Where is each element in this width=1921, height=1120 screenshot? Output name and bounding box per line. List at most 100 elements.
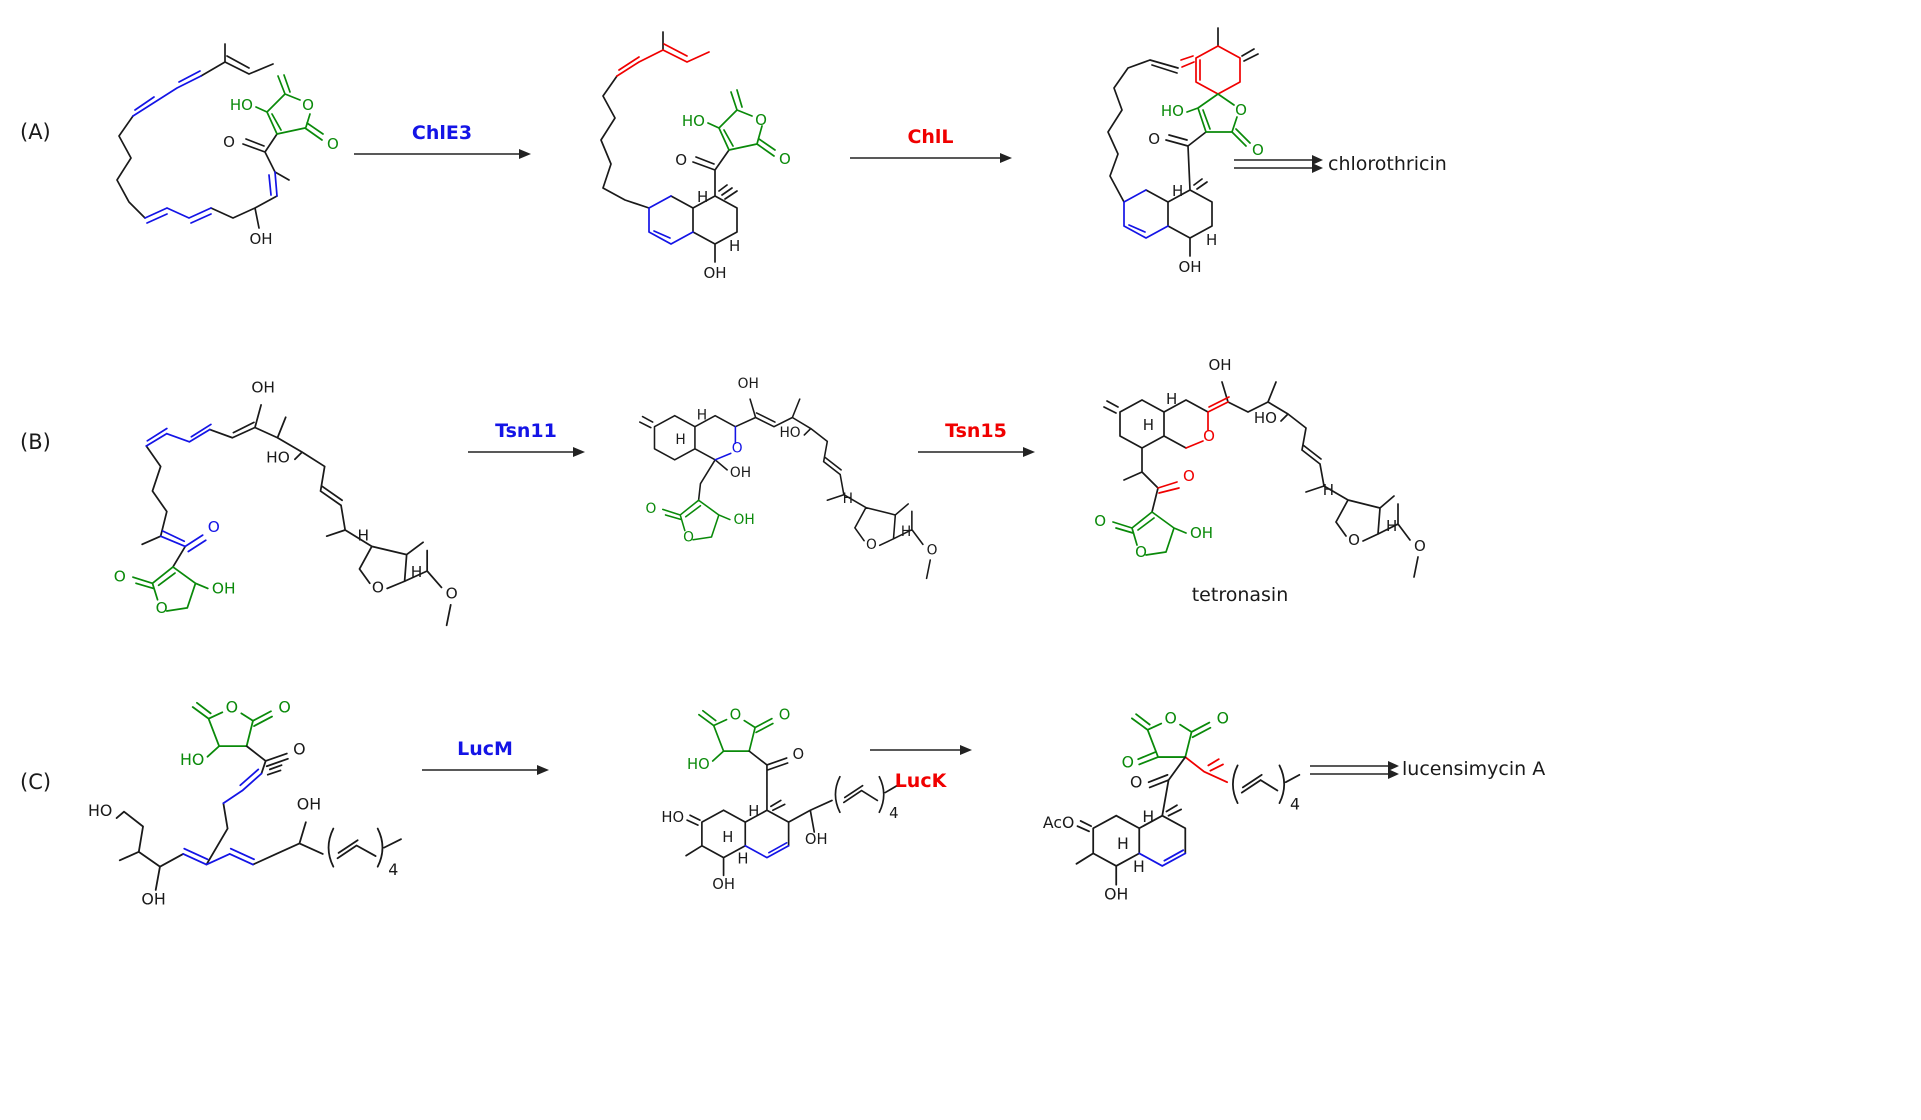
enzyme-label: Tsn11	[495, 420, 557, 442]
arrow-icon	[468, 447, 585, 457]
atom-label: H	[1143, 416, 1154, 434]
atom-label: OH	[251, 379, 275, 397]
atom-label: H	[1117, 834, 1129, 853]
atom-label: O	[156, 599, 168, 617]
atom-label: H	[1386, 517, 1397, 535]
reaction-step-c1: LucM	[420, 738, 550, 782]
atom-label: HO	[779, 425, 800, 441]
atom-label: OH	[1178, 258, 1201, 276]
atom-label: O	[114, 567, 126, 585]
atom-label: O	[293, 740, 305, 759]
atom-label: O	[1217, 709, 1229, 728]
atom-label: O	[223, 133, 235, 151]
atom-label: OH	[249, 230, 272, 248]
enzyme-label: Tsn15	[945, 420, 1007, 442]
enzyme-label: ChlL	[907, 126, 954, 148]
row-label-b: (B)	[20, 430, 51, 454]
product-name-tetronasin: tetronasin	[1191, 584, 1289, 606]
atom-label: O	[1148, 130, 1160, 148]
atom-label: HO	[180, 750, 204, 769]
product-name-lucensimycin: lucensimycin A	[1402, 758, 1546, 780]
atom-label: O	[927, 542, 938, 558]
atom-label: OH	[212, 580, 236, 598]
atom-label: O	[732, 440, 743, 456]
atom-label: H	[901, 524, 911, 540]
atom-label: O	[1235, 101, 1247, 119]
atom-label: OH	[703, 264, 726, 282]
atom-label: OH	[297, 795, 321, 814]
atom-label: O	[675, 151, 687, 169]
atom-label: H	[729, 237, 740, 255]
arrow-icon	[918, 447, 1035, 457]
atom-label: 4	[388, 860, 398, 879]
atom-label: H	[1142, 807, 1154, 826]
atom-labels: O O HO O HO OH OH 4	[88, 697, 398, 908]
atom-label: O	[226, 697, 238, 716]
atom-label: O	[779, 707, 791, 724]
atom-label: OH	[1208, 356, 1231, 374]
atom-label: O	[793, 746, 805, 763]
multistep-arrow-c	[1308, 756, 1403, 788]
atom-label: HO	[661, 809, 684, 826]
atom-label: O	[1122, 753, 1134, 772]
atom-label: O	[683, 530, 694, 546]
atom-label: HO	[1254, 409, 1277, 427]
arrow-icon	[354, 149, 531, 159]
atom-label: OH	[141, 890, 165, 909]
atom-label: O	[302, 96, 314, 114]
atom-label: H	[1323, 481, 1334, 499]
atom-label: O	[208, 518, 220, 536]
atom-label: HO	[687, 756, 710, 773]
atom-label: OH	[805, 831, 828, 848]
atom-label: H	[411, 563, 423, 581]
double-arrow-icon	[1310, 761, 1399, 779]
atom-label: OH	[1190, 524, 1213, 542]
atom-label: HO	[88, 801, 112, 820]
atom-label: AcO	[1043, 813, 1074, 832]
atom-label: H	[1206, 231, 1217, 249]
enzyme-label: LucK	[894, 770, 947, 792]
reaction-step-b1: Tsn11	[466, 420, 586, 464]
atom-label: O	[1252, 141, 1264, 159]
molecule-c1-drawing: O O HO O HO OH OH 4	[88, 697, 402, 909]
atom-label: H	[697, 407, 707, 423]
atom-label: O	[755, 111, 767, 129]
arrow-icon	[870, 745, 972, 755]
atom-label: O	[779, 150, 791, 168]
atom-label: HO	[266, 448, 290, 466]
reaction-step-a2: ChlL	[848, 126, 1013, 170]
atom-label: O	[1135, 543, 1147, 561]
atom-label: O	[730, 707, 742, 724]
atom-label: H	[697, 188, 708, 206]
atom-label: O	[278, 697, 290, 716]
atom-label: H	[1166, 390, 1177, 408]
reaction-step-c2: LucK	[868, 742, 973, 794]
arrow-icon	[850, 153, 1012, 163]
atom-label: OH	[734, 512, 755, 528]
row-label-c: (C)	[20, 770, 52, 794]
atom-label: 4	[889, 805, 898, 822]
atom-label: O	[446, 585, 458, 603]
atom-label: O	[1183, 467, 1195, 485]
product-name-chlorothricin: chlorothricin	[1328, 153, 1447, 175]
atom-label: O	[1094, 512, 1106, 530]
atom-label: H	[748, 803, 759, 820]
